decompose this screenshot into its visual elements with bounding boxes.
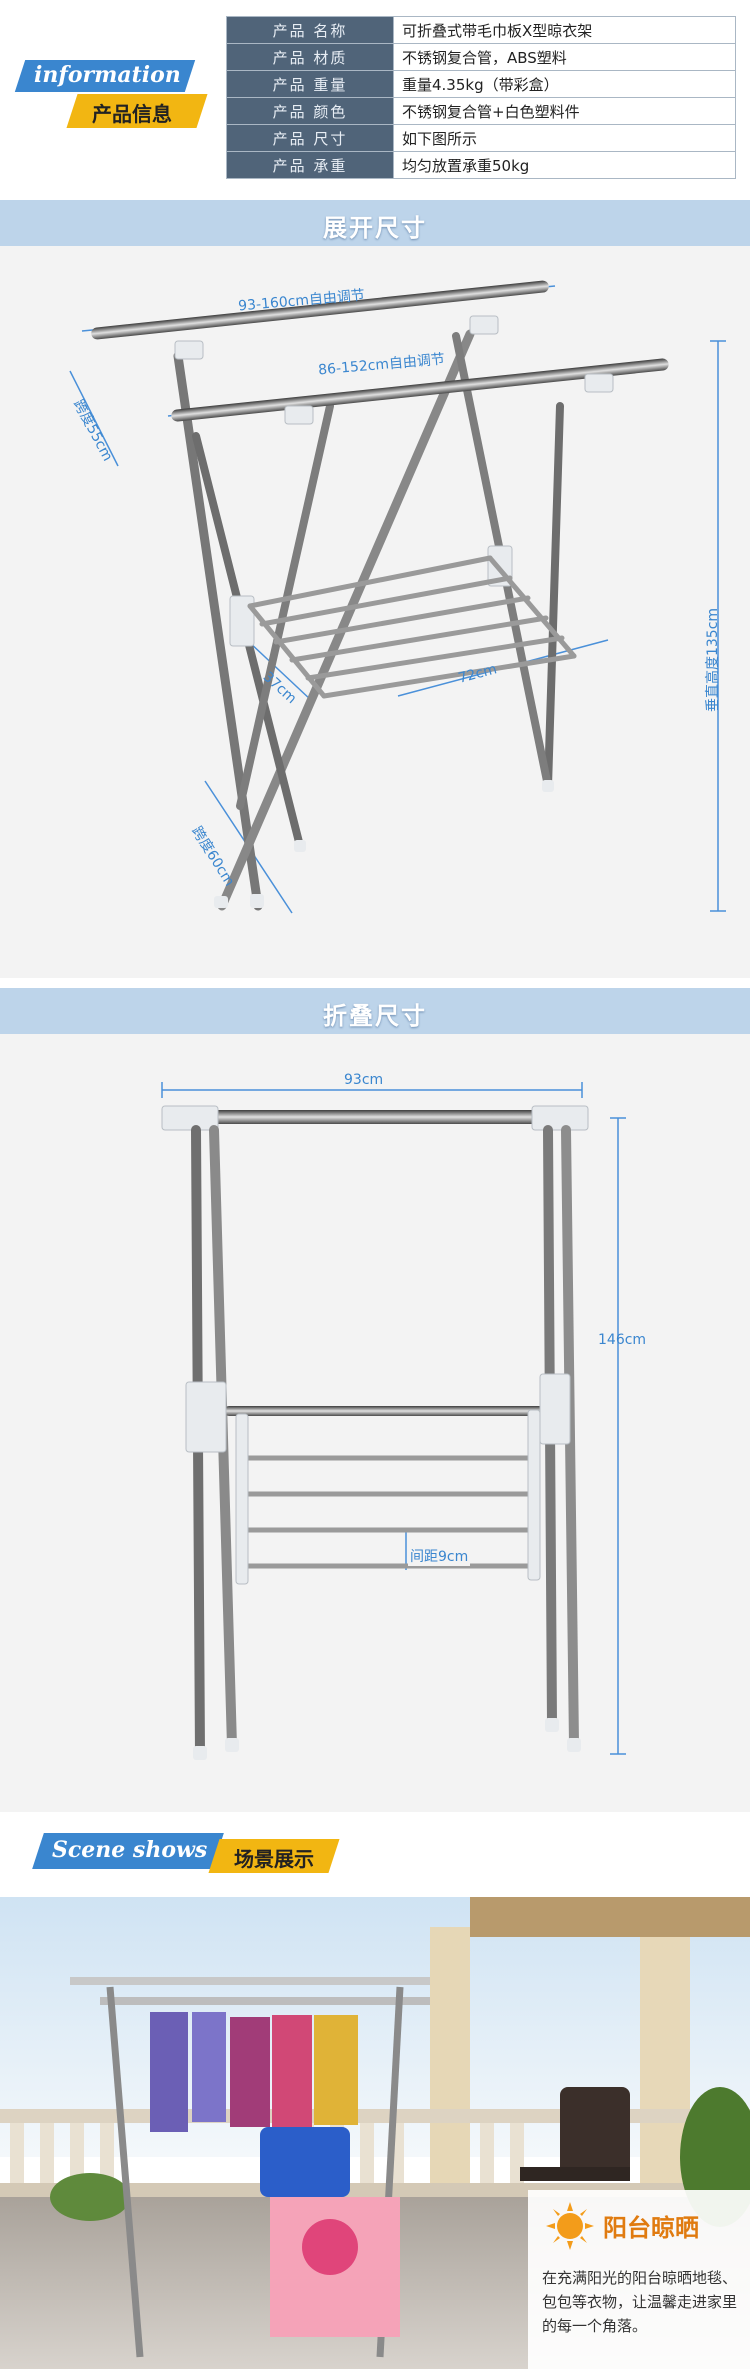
scene-label-cn: 场景展示 [234, 1847, 314, 1871]
product-info-table: 产品 名称 可折叠式带毛巾板X型晾衣架 产品 材质 不锈钢复合管，ABS塑料 产… [226, 16, 736, 179]
dim-spacing: 间距9cm [408, 1546, 471, 1566]
caption-body: 在充满阳光的阳台晾晒地毯、包包等衣物，让温馨走进家里的每一个角落。 [542, 2269, 738, 2335]
fold-section [0, 1034, 750, 1812]
table-row: 产品 尺寸 如下图所示 [226, 124, 736, 152]
table-row: 产品 重量 重量4.35kg（带彩盒） [226, 70, 736, 98]
unfold-banner: 展开尺寸 [0, 200, 750, 246]
row-value: 不锈钢复合管，ABS塑料 [393, 43, 736, 71]
caption-title: 阳台晾晒 [603, 2214, 699, 2242]
sun-icon [546, 2202, 594, 2250]
row-key: 产品 承重 [226, 151, 394, 179]
information-badge: information 产品信息 [12, 54, 208, 130]
caption-box: 阳台晾晒 在充满阳光的阳台晾晒地毯、包包等衣物，让温馨走进家里的每一个角落。 [528, 2190, 750, 2369]
table-row: 产品 颜色 不锈钢复合管+白色塑料件 [226, 97, 736, 125]
row-value: 重量4.35kg（带彩盒） [393, 70, 736, 98]
fold-banner: 折叠尺寸 [0, 988, 750, 1034]
unfold-diagram [69, 280, 726, 914]
row-value: 均匀放置承重50kg [393, 151, 736, 179]
row-key: 产品 尺寸 [226, 124, 394, 152]
row-value: 可折叠式带毛巾板X型晾衣架 [393, 16, 736, 44]
row-value: 如下图所示 [393, 124, 736, 152]
scene-label-en: Scene shows [52, 1837, 208, 1863]
table-row: 产品 名称 可折叠式带毛巾板X型晾衣架 [226, 16, 736, 44]
row-key: 产品 颜色 [226, 97, 394, 125]
table-row: 产品 材质 不锈钢复合管，ABS塑料 [226, 43, 736, 71]
row-key: 产品 名称 [226, 16, 394, 44]
fold-diagram [161, 1082, 626, 1760]
dim-height: 垂直高度135cm [705, 607, 722, 713]
row-key: 产品 材质 [226, 43, 394, 71]
row-value: 不锈钢复合管+白色塑料件 [393, 97, 736, 125]
scene-badge: Scene shows 场景展示 [32, 1833, 340, 1877]
fold-title: 折叠尺寸 [323, 1002, 427, 1030]
dim-fold-height: 146cm [598, 1332, 647, 1348]
unfold-title: 展开尺寸 [323, 214, 427, 242]
dim-fold-width: 93cm [344, 1072, 384, 1088]
table-row: 产品 承重 均匀放置承重50kg [226, 151, 736, 179]
information-label: information [34, 62, 181, 88]
product-info-label: 产品信息 [92, 102, 172, 126]
row-key: 产品 重量 [226, 70, 394, 98]
